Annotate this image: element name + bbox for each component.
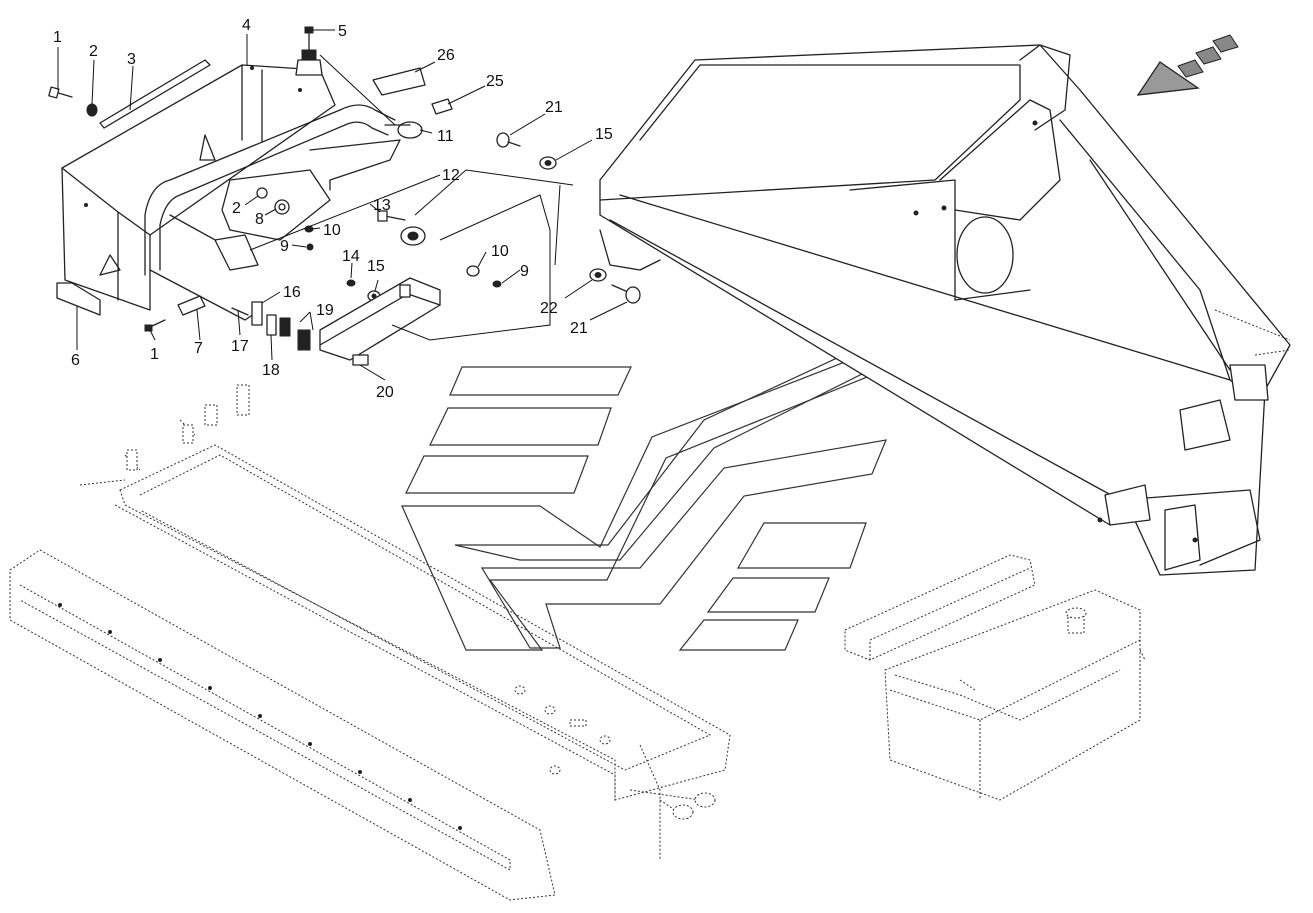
callout-21-bottom: 21 [570, 320, 588, 337]
callout-12: 12 [442, 167, 460, 184]
leader-lines [57, 29, 628, 381]
callout-2: 2 [89, 43, 98, 60]
callout-15-mid: 15 [367, 258, 385, 275]
direction-arrow-icon [1136, 34, 1239, 96]
skirt-panel [9, 549, 556, 901]
callout-1-lower: 1 [150, 346, 159, 363]
callout-3: 3 [127, 51, 136, 68]
callout-7: 7 [194, 340, 203, 357]
callout-15-top: 15 [595, 126, 613, 143]
mounting-plate [221, 139, 401, 241]
callout-13: 13 [373, 197, 391, 214]
callout-19: 19 [316, 302, 334, 319]
callout-20: 20 [376, 384, 394, 401]
callout-14: 14 [342, 248, 360, 265]
callout-17: 17 [231, 338, 249, 355]
callout-22: 22 [540, 300, 558, 317]
callout-4: 4 [242, 17, 251, 34]
callout-labels: 1 2 3 4 5 26 25 11 21 15 12 2 8 13 10 9 … [53, 17, 613, 401]
callout-18: 18 [262, 362, 280, 379]
callout-10-left: 10 [323, 222, 341, 239]
callout-5: 5 [338, 23, 347, 40]
callout-26: 26 [437, 47, 455, 64]
callout-11: 11 [437, 128, 454, 145]
callout-9-left: 9 [280, 238, 289, 255]
tank-assembly [844, 554, 1146, 801]
callout-16: 16 [283, 284, 301, 301]
callout-10-right: 10 [491, 243, 509, 260]
rail-frame [79, 384, 731, 860]
small-parts [48, 26, 641, 366]
callout-2-plate: 2 [232, 200, 241, 217]
callout-6: 6 [71, 352, 80, 369]
callout-8: 8 [255, 211, 264, 228]
callout-25: 25 [486, 73, 504, 90]
callout-1: 1 [53, 29, 62, 46]
callout-21-top: 21 [545, 99, 563, 116]
callout-9-right: 9 [520, 263, 529, 280]
main-frame [599, 44, 1291, 576]
